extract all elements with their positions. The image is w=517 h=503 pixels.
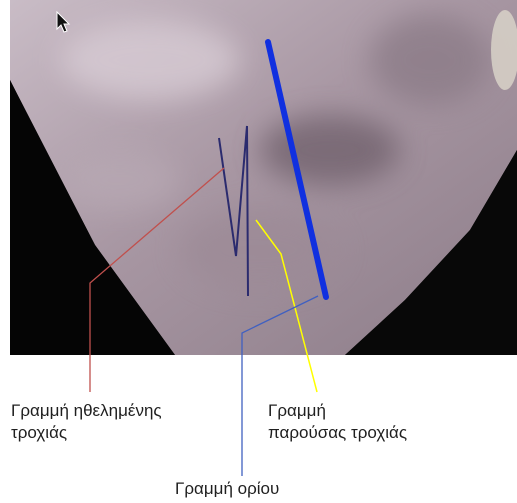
current-trajectory-label-line1: Γραμμή (268, 400, 407, 422)
boundary-line-label-text: Γραμμή ορίου (175, 478, 279, 500)
desired-trajectory-label-line1: Γραμμή ηθελημένης (11, 400, 162, 422)
current-trajectory-label-line2: παρούσας τροχιάς (268, 422, 407, 444)
camera-photo (10, 0, 517, 355)
boundary-line-label: Γραμμή ορίου (175, 478, 279, 500)
desired-trajectory-label-line2: τροχιάς (11, 422, 162, 444)
current-trajectory-label: Γραμμή παρούσας τροχιάς (268, 400, 407, 444)
desired-trajectory-label: Γραμμή ηθελημένης τροχιάς (11, 400, 162, 444)
